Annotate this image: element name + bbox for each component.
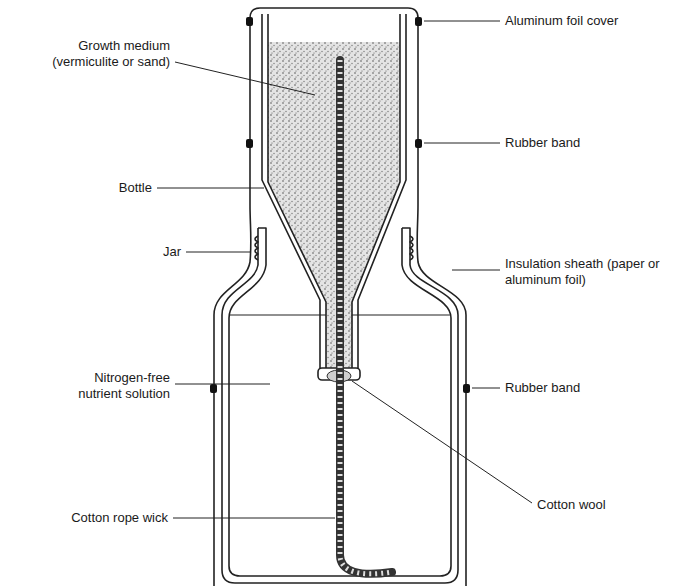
cotton-rope-wick: [340, 60, 392, 574]
part-label: Jar: [163, 244, 181, 260]
part-label: Insulation sheath (paper or aluminum foi…: [505, 256, 675, 288]
jar-thread: [410, 236, 413, 260]
bottle-outline: [262, 14, 320, 372]
part-label: Rubber band: [505, 380, 580, 396]
bottle-inner-wall: [352, 14, 400, 372]
rubber-band-marks: [210, 17, 470, 393]
part-label: Rubber band: [505, 135, 580, 151]
growth-medium: [268, 42, 400, 370]
part-label: Aluminum foil cover: [505, 13, 618, 29]
leader-lines: [157, 21, 532, 518]
part-label: Nitrogen-free nutrient solution: [52, 370, 170, 402]
part-label: Growth medium (vermiculite or sand): [20, 38, 170, 70]
part-label: Bottle: [119, 180, 152, 196]
bottle-inner-wall: [268, 14, 326, 372]
part-label: Cotton rope wick: [71, 510, 168, 526]
bottle-outline: [358, 14, 406, 372]
insulation-sheath: [214, 205, 251, 586]
foil-cover: [250, 8, 418, 205]
jar-thread: [255, 236, 258, 260]
wick-twist: [340, 60, 392, 574]
part-label: Cotton wool: [537, 497, 606, 513]
